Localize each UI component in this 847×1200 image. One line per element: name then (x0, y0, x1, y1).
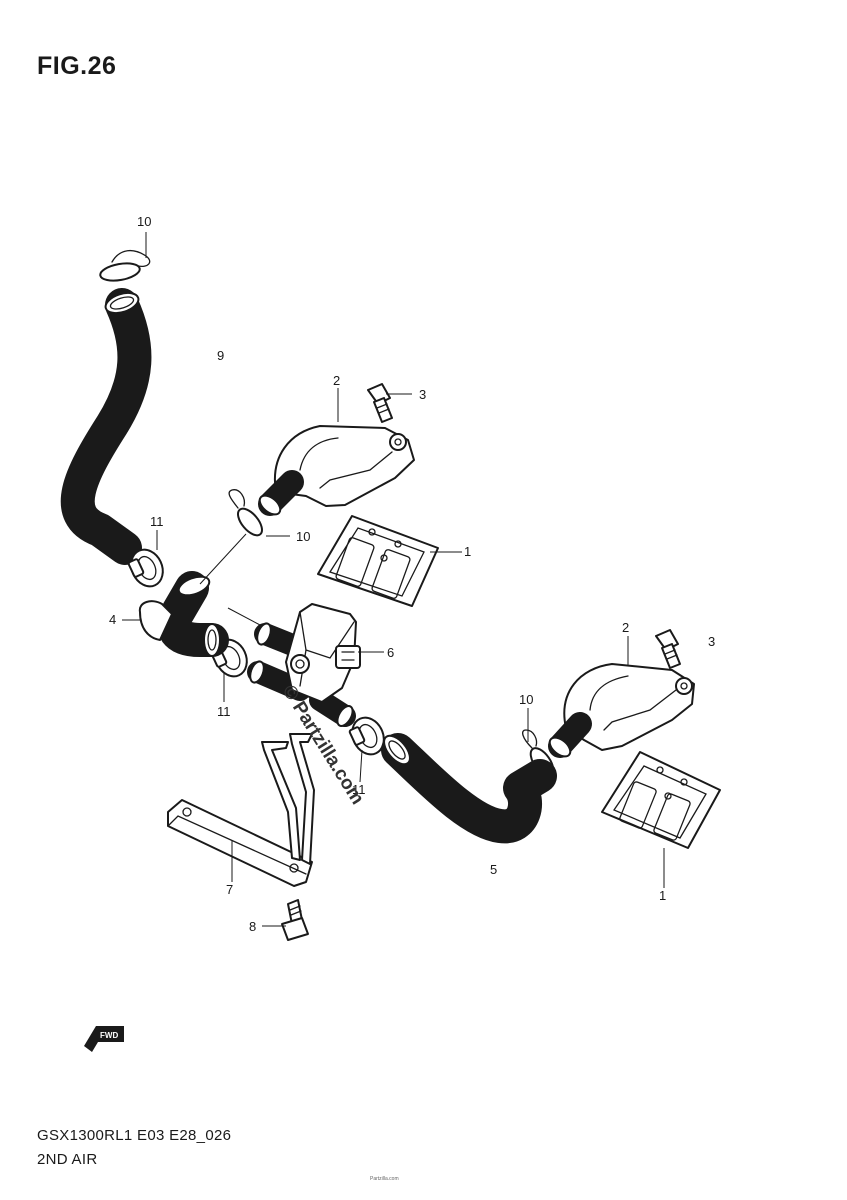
callout-4: 4 (109, 612, 116, 627)
cover-2-upper[interactable] (256, 425, 415, 518)
callout-10-middle: 10 (296, 529, 310, 544)
model-code: GSX1300RL1 E03 E28_026 (37, 1127, 232, 1144)
bolt-3-upper[interactable] (367, 383, 393, 423)
callout-7: 7 (226, 882, 233, 897)
fine-print: Partzilla.com (370, 1176, 399, 1182)
callout-11-right: 11 (352, 782, 366, 797)
forward-arrow-label: FWD (100, 1031, 118, 1040)
callout-3-upper: 3 (419, 387, 426, 402)
callout-3-lower: 3 (708, 634, 715, 649)
clip-10-top[interactable] (99, 250, 151, 284)
reed-valve-1-upper[interactable] (317, 515, 439, 607)
clamp-11-right[interactable] (346, 712, 389, 759)
callout-1-upper: 1 (464, 544, 471, 559)
hose-4[interactable] (138, 571, 229, 657)
reed-valve-1-lower[interactable] (601, 751, 721, 849)
callout-8: 8 (249, 919, 256, 934)
callout-9: 9 (217, 348, 224, 363)
forward-arrow-icon: FWD (84, 1026, 124, 1052)
callout-2-upper: 2 (333, 373, 340, 388)
figure-title: FIG.26 (37, 52, 117, 80)
bracket-7[interactable] (167, 733, 315, 887)
callout-5: 5 (490, 862, 497, 877)
hose-5[interactable] (379, 731, 557, 844)
callout-11-middle: 11 (217, 704, 231, 719)
callout-10-right: 10 (519, 692, 533, 707)
control-valve-6[interactable] (247, 603, 361, 729)
bolt-8[interactable] (281, 899, 309, 941)
callout-labels: 10 9 2 3 10 1 11 4 6 11 11 2 3 10 5 1 7 … (109, 214, 715, 934)
cover-2-lower[interactable] (546, 663, 695, 760)
hose-9[interactable] (60, 288, 152, 565)
callout-11-left: 11 (150, 514, 164, 529)
clamp-11-left[interactable] (125, 544, 168, 591)
callout-6: 6 (387, 645, 394, 660)
callout-1-lower: 1 (659, 888, 666, 903)
bolt-3-lower[interactable] (655, 629, 681, 669)
leader-lines (122, 232, 665, 927)
clip-10-middle[interactable] (228, 489, 266, 540)
section-name: 2ND AIR (37, 1151, 98, 1168)
callout-2-lower: 2 (622, 620, 629, 635)
callout-10-top: 10 (137, 214, 151, 229)
